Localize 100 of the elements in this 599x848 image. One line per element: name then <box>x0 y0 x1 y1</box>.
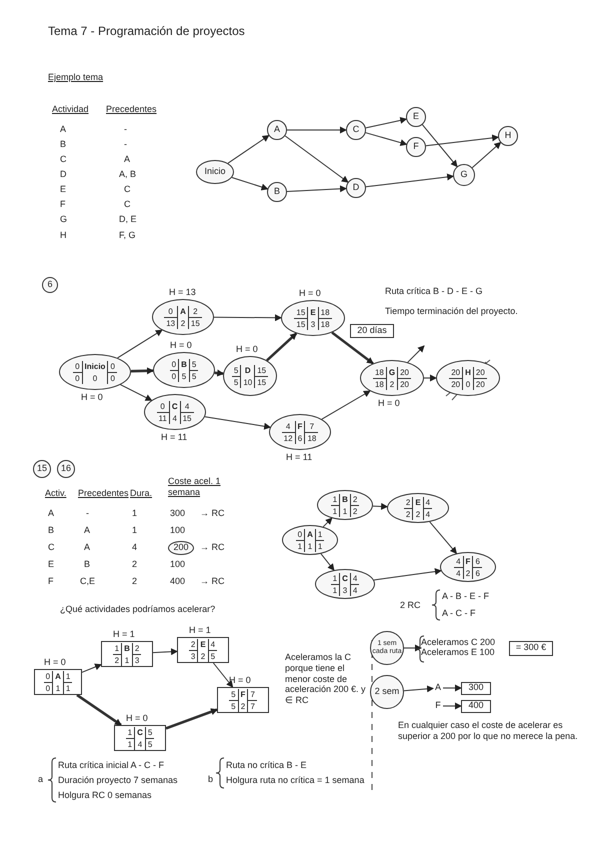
text-label: D <box>60 169 66 180</box>
node-value: F <box>296 420 304 432</box>
text-label: a <box>38 774 44 785</box>
text-label: Ejemplo tema <box>48 72 104 83</box>
circled-number: 16 <box>57 460 75 478</box>
node-value: Inicio <box>84 360 106 372</box>
node-value: 1 <box>62 682 72 694</box>
arrow <box>425 134 500 146</box>
arrow <box>120 384 152 401</box>
circled-value: 200 <box>168 541 194 555</box>
node-value: E <box>414 496 422 508</box>
node-value: F <box>240 688 246 700</box>
node-value: 0 <box>464 378 472 390</box>
text-label: C <box>124 199 130 210</box>
node-value: 5 <box>144 738 154 750</box>
arrow <box>286 185 347 192</box>
node-value: 15 <box>180 412 194 424</box>
text-label: A - B - E - F <box>442 591 490 602</box>
node-value: 0 <box>296 528 306 540</box>
arrow <box>373 568 442 580</box>
arrow <box>214 370 224 377</box>
arrow <box>472 142 502 168</box>
node-value: C <box>341 572 349 584</box>
node-value: 1 <box>296 540 306 552</box>
text-label: 4 <box>132 542 138 553</box>
node-value: 20 <box>449 378 464 390</box>
node-value: D <box>244 364 252 376</box>
arrow <box>152 648 178 656</box>
text-label: Tiempo terminación del proyecto. <box>385 306 518 317</box>
node-value: 6 <box>296 432 304 444</box>
node-value: 1 <box>124 654 130 666</box>
arrow <box>404 644 422 652</box>
arrow <box>442 702 462 710</box>
node-value: E <box>199 638 207 650</box>
node-value: 0 <box>170 370 180 382</box>
node-value: 4 <box>282 420 296 432</box>
activity-node <box>152 299 214 335</box>
node-value: 1 <box>314 540 324 552</box>
activity-node <box>269 414 331 450</box>
activity-node: H <box>498 126 518 146</box>
node-value: 2 <box>188 306 202 318</box>
text-label: C <box>48 542 54 553</box>
node-value: 1 <box>126 726 136 738</box>
text-label: F, G <box>119 230 136 241</box>
text-label: Precedentes <box>78 488 129 499</box>
node-value: 5 <box>229 700 239 712</box>
text-label: En cualquier caso el coste de acelerar es superior a 200 por lo que no merece la pena. <box>398 720 578 742</box>
node-value: 7 <box>247 700 257 712</box>
text-label: A <box>60 124 66 135</box>
text-label: C <box>60 154 66 165</box>
node-value: B <box>123 642 131 654</box>
activity-node <box>282 525 338 555</box>
arrow <box>322 518 332 528</box>
activity-box <box>114 725 166 751</box>
slack-label: H = 11 <box>161 432 188 443</box>
activity-node <box>440 552 496 582</box>
activity-node: G <box>453 164 475 186</box>
arrow <box>82 664 102 673</box>
text-label: A <box>84 525 90 536</box>
text-label: F <box>48 576 54 587</box>
text-label: C,E <box>80 576 96 587</box>
arrow <box>422 124 458 168</box>
node-value: 0 <box>164 306 178 318</box>
activity-box <box>217 687 269 713</box>
node-value: 0 <box>92 372 98 384</box>
node-value: 7 <box>247 688 257 700</box>
node-value: 2 <box>350 494 360 506</box>
node-value: 4 <box>350 572 360 584</box>
circled-number: 15 <box>33 460 51 478</box>
node-value: 2 <box>388 378 396 390</box>
arrow <box>403 685 434 692</box>
text-label: F <box>60 199 66 210</box>
text-label: B <box>84 559 90 570</box>
node-value: 20 <box>472 366 487 378</box>
text-label: D, E <box>119 214 137 225</box>
text-label: Aceleramos la C porque tiene el menor coste de aceleración 200 €. y ∈ RC <box>285 652 367 706</box>
arrow <box>284 135 349 183</box>
node-value: 2 <box>240 700 246 712</box>
node-value: 18 <box>372 366 387 378</box>
slack-label: H = 0 <box>44 657 66 668</box>
node-value: 0 <box>156 400 170 412</box>
note-text: Aceleramos C 200 <box>421 638 496 648</box>
activity-box <box>34 669 82 695</box>
boxed-value: 400 <box>461 700 491 712</box>
node-value: 11 <box>156 412 170 424</box>
node-value: 1 <box>314 528 324 540</box>
boxed-result: = 300 € <box>509 640 553 656</box>
node-value: 3 <box>188 650 198 662</box>
node-value: 5 <box>232 376 242 388</box>
node-value: 1 <box>342 506 348 516</box>
text-label: H <box>60 230 66 241</box>
arrow <box>204 416 272 430</box>
node-value: 6 <box>472 568 482 578</box>
activity-node <box>317 490 373 520</box>
arrow <box>266 332 298 362</box>
activity-node: C <box>346 120 366 140</box>
activity-node: B <box>267 182 287 202</box>
text-label: → RC <box>200 542 224 553</box>
text-label: G <box>60 214 68 225</box>
node-value: 5 <box>208 650 218 662</box>
